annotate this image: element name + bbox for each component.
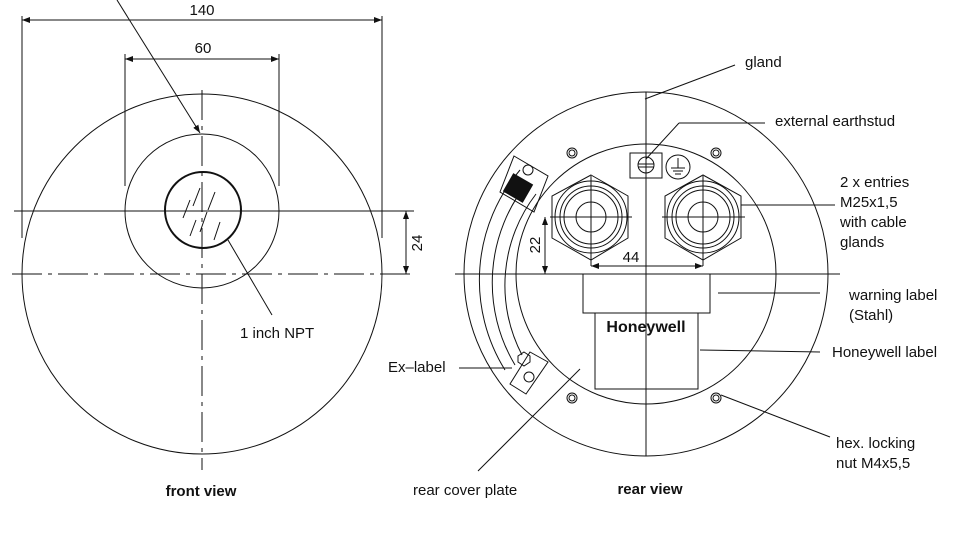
callout-gland: gland	[745, 54, 782, 71]
dim-140: 140	[189, 2, 214, 19]
leader-line	[116, 0, 201, 134]
front-view-title: front view	[166, 483, 237, 500]
dim-60: 60	[195, 40, 212, 57]
npt-port	[164, 171, 242, 249]
thread-hatch-icon	[182, 187, 221, 241]
dim-22: 22	[527, 237, 544, 254]
callout-earthstud: external earthstud	[775, 113, 895, 130]
callout-nut-2: nut M4x5,5	[836, 455, 910, 472]
npt-label: 1 inch NPT	[240, 325, 314, 342]
honeywell-label-box	[594, 312, 699, 390]
callout-honeywell-label: Honeywell label	[832, 344, 937, 361]
front-view: 140 60 24 1 inch NPT front view	[12, 0, 426, 500]
rear-view: 22 44 Honeywell gland external earthstud…	[388, 54, 937, 499]
callout-entries-4: glands	[840, 234, 884, 251]
callout-ex-label: Ex–label	[388, 359, 446, 376]
callout-warning-2: (Stahl)	[849, 307, 893, 324]
ex-label-strip	[478, 155, 549, 395]
rear-view-title: rear view	[617, 481, 682, 498]
callout-entries-1: 2 x entries	[840, 174, 909, 191]
callout-warning-1: warning label	[848, 287, 937, 304]
mounting-holes	[566, 147, 722, 404]
honeywell-logo: Honeywell	[606, 319, 685, 336]
ground-icon	[665, 154, 691, 180]
callout-entries-3: with cable	[839, 214, 907, 231]
callout-nut-1: hex. locking	[836, 435, 915, 452]
dim-24: 24	[409, 235, 426, 252]
black-marker-icon	[502, 173, 534, 203]
earth-stud	[629, 152, 691, 180]
leader-line	[227, 239, 273, 316]
dim-44: 44	[623, 249, 640, 266]
callout-entries-2: M25x1,5	[840, 194, 898, 211]
callout-rear-cover: rear cover plate	[413, 482, 517, 499]
cable-gland-right	[662, 174, 745, 266]
